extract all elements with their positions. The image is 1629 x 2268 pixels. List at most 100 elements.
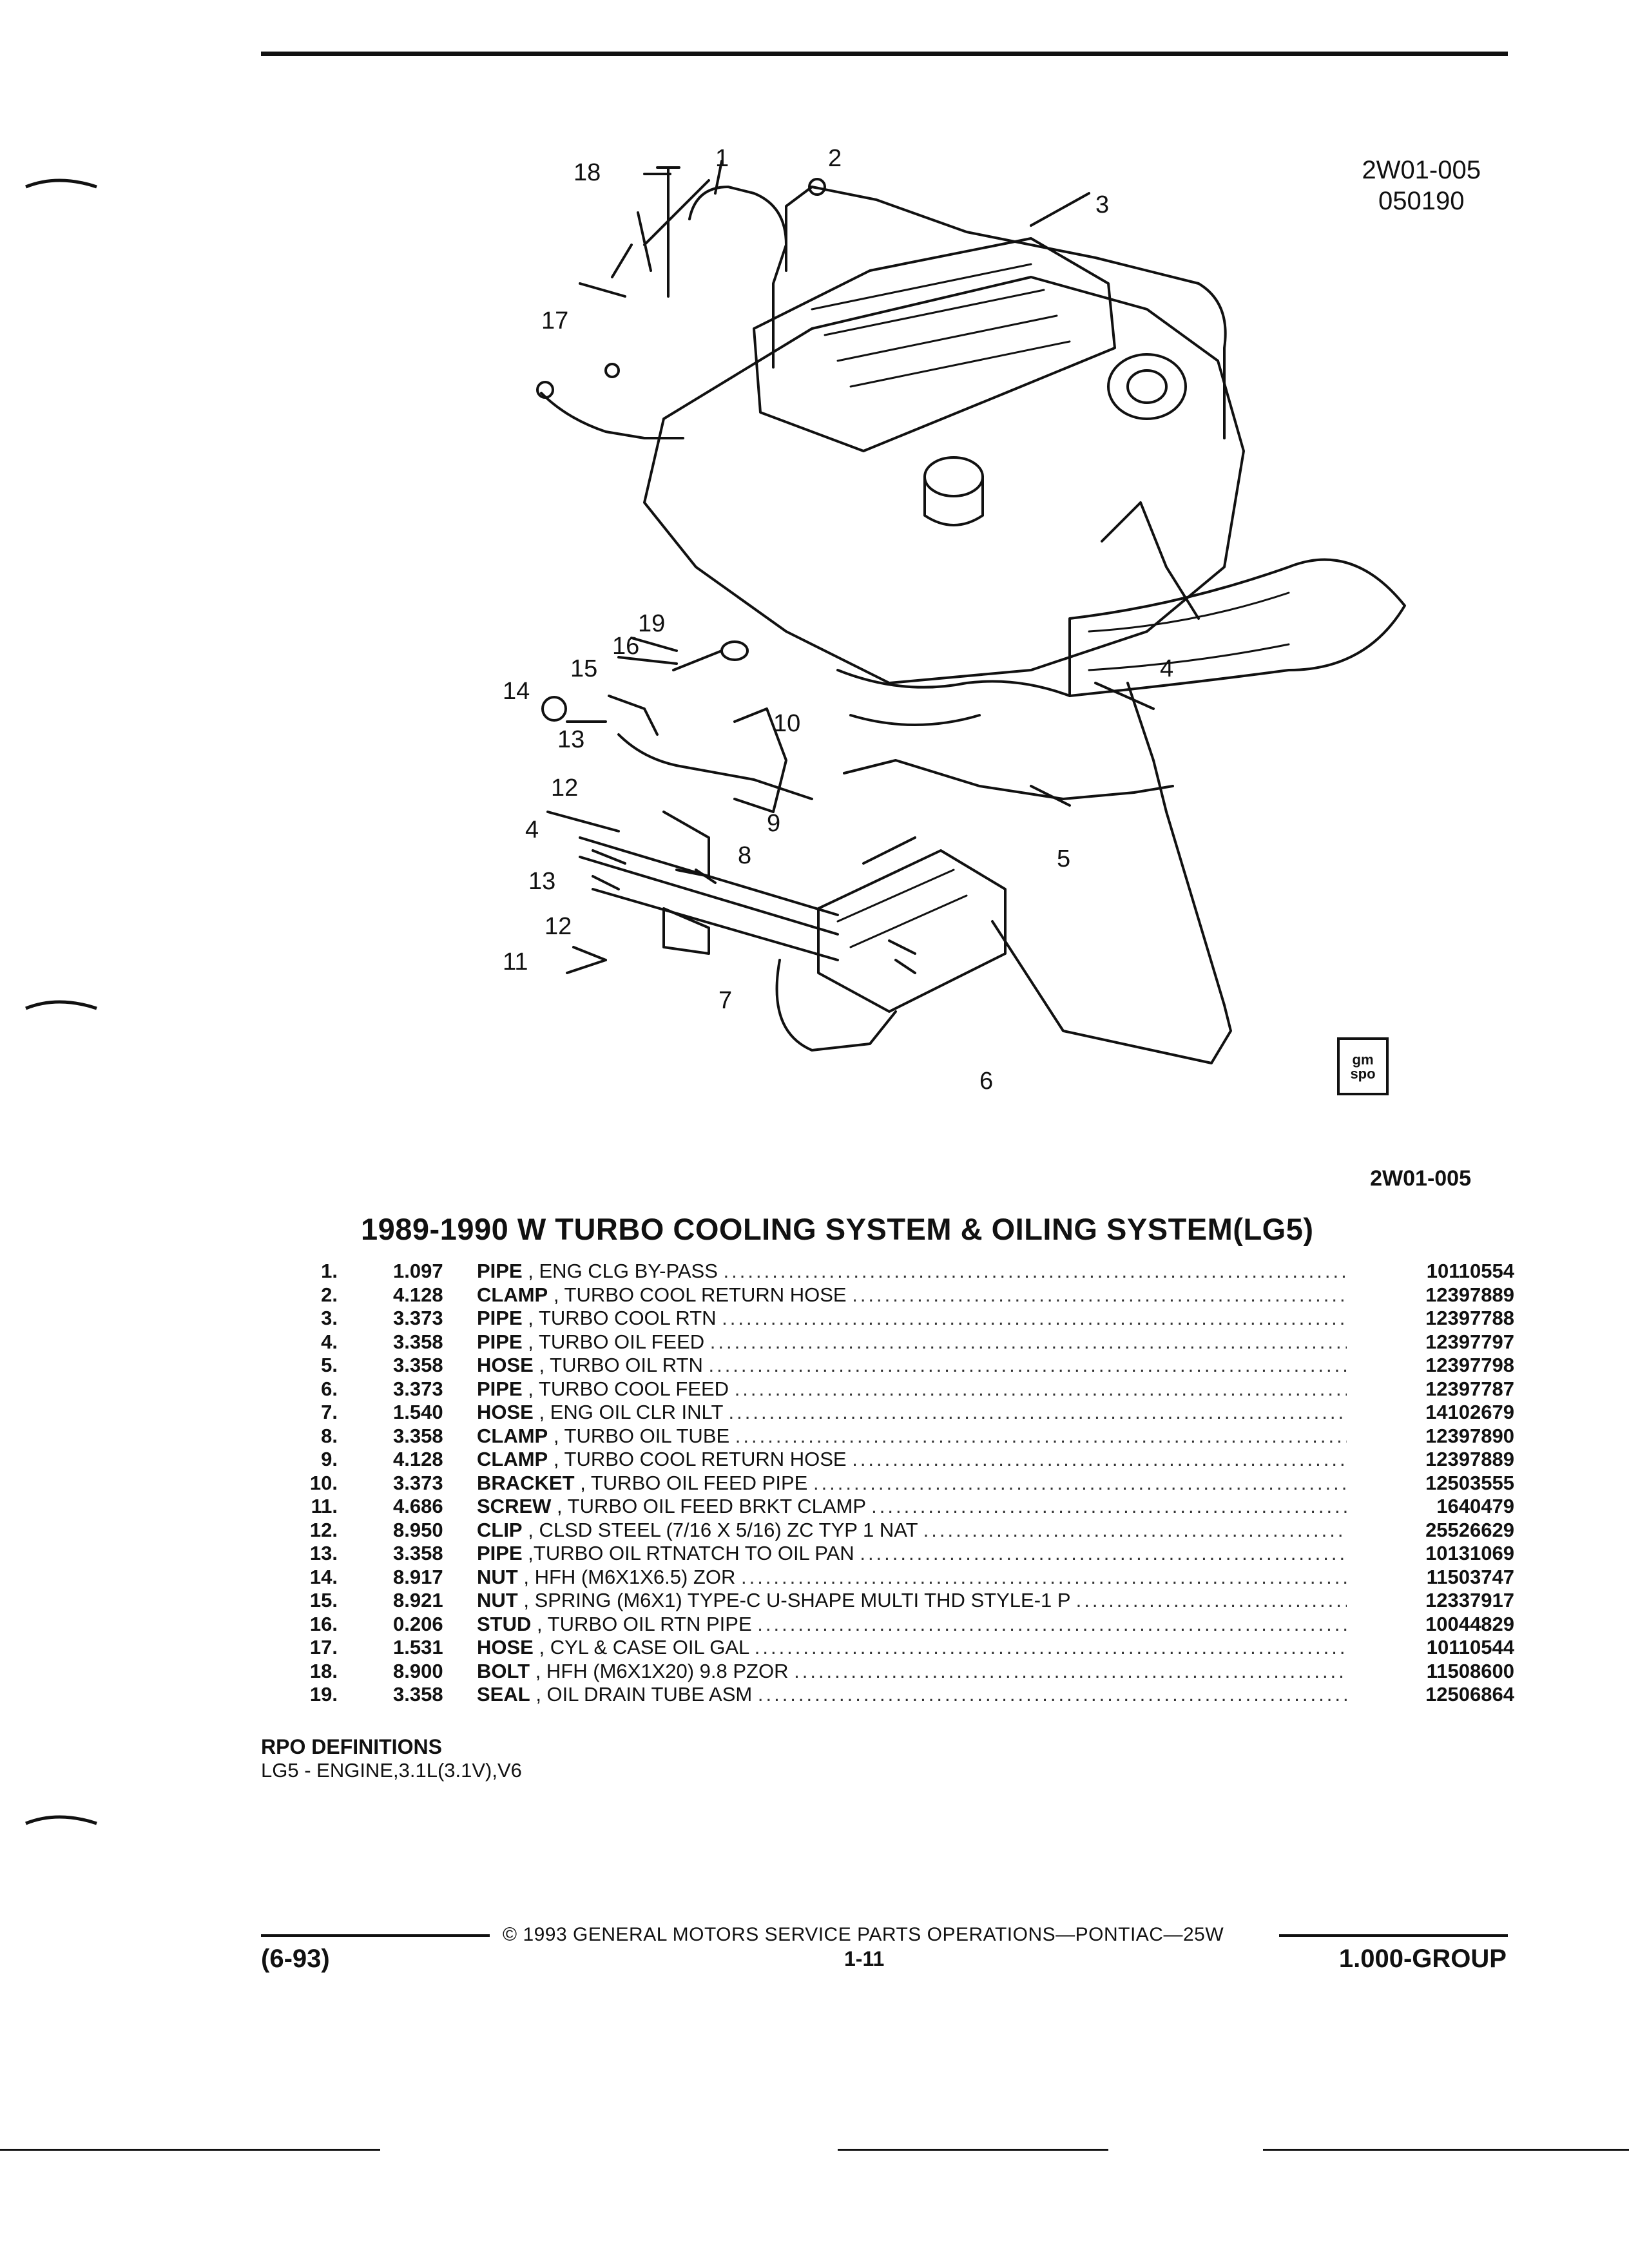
gm-part-number: 12397787 [1425,1377,1514,1400]
exploded-parts-diagram: 18 1 2 3 17 4 19 16 15 14 10 13 12 9 5 4… [503,145,1406,1095]
callout-7: 7 [718,987,732,1014]
gm-part-number: 12397797 [1425,1330,1514,1353]
part-code: 4.686 [393,1495,443,1517]
diagram-code: 2W01-005 [1362,156,1481,184]
callout-18: 18 [574,159,601,186]
gm-part-number: 12397889 [1425,1283,1514,1306]
leader-dots: ........................................… [723,1260,1347,1282]
part-description: PIPE , TURBO OIL FEED ..................… [477,1331,1347,1354]
callout-6: 6 [979,1068,993,1095]
part-number: 13. [309,1542,338,1564]
part-number: 5. [321,1354,338,1376]
part-description: CLAMP , TURBO OIL TUBE .................… [477,1425,1347,1448]
part-description: STUD , TURBO OIL RTN PIPE ..............… [477,1613,1347,1636]
gm-part-number: 12503555 [1425,1471,1514,1494]
gm-part-number: 12397798 [1425,1354,1514,1376]
gm-part-number: 25526629 [1425,1518,1514,1541]
part-detail: , TURBO COOL RTN [528,1307,717,1329]
pipe-4 [1101,501,1200,620]
date-code: 050190 [1378,187,1465,215]
bracket-10 [733,707,787,813]
callout-4b: 4 [525,816,539,843]
hose-17 [540,392,684,439]
part-name: HOSE [477,1354,534,1376]
pipe-3 [811,186,1227,439]
callout-10: 10 [773,710,800,737]
part-detail: , TURBO OIL FEED PIPE [580,1471,808,1494]
section-title: 1989-1990 W TURBO COOLING SYSTEM & OILIN… [361,1212,1314,1246]
part-code: 3.358 [393,1683,443,1706]
callout-12: 12 [551,774,578,802]
margin-marks [25,178,97,1825]
revision-date: (6-93) [261,1945,330,1973]
callout-13: 13 [557,726,584,753]
part-name: PIPE [477,1377,523,1400]
part-description: PIPE , TURBO COOL FEED .................… [477,1378,1347,1401]
diagram-caption-code: 2W01-005 [1370,1166,1471,1191]
part-number: 4. [321,1330,338,1353]
part-number: 19. [309,1683,338,1706]
gm-part-number: 12337917 [1425,1589,1514,1611]
leader-dots: ........................................… [722,1307,1347,1329]
part-number: 7. [321,1401,338,1423]
callout-4: 4 [1160,655,1173,682]
part-name: HOSE [477,1401,534,1423]
part-number: 18. [309,1659,338,1682]
leader-dots: ........................................… [923,1518,1347,1541]
part-name: CLAMP [477,1283,548,1306]
part-code: 3.373 [393,1377,443,1400]
part-code: 3.358 [393,1330,443,1353]
part-detail: , TURBO COOL RETURN HOSE [553,1283,847,1306]
gm-part-number: 10110554 [1426,1260,1514,1282]
part-code: 3.373 [393,1471,443,1494]
part-detail: , OIL DRAIN TUBE ASM [535,1683,753,1706]
group-number: 1.000-GROUP [1338,1945,1507,1973]
gm-part-number: 1640479 [1436,1495,1514,1517]
leader-dots: ........................................… [871,1495,1347,1517]
leader-dots: ........................................… [757,1612,1347,1635]
part-code: 1.531 [393,1636,443,1658]
part-description: HOSE , ENG OIL CLR INLT ................… [477,1401,1347,1424]
page-number: 1-11 [844,1947,885,1970]
part-detail: , ENG CLG BY-PASS [528,1260,718,1282]
callout-8: 8 [738,842,751,869]
gm-part-number: 12506864 [1425,1683,1514,1706]
part-number: 9. [321,1448,338,1470]
part-description: CLAMP , TURBO COOL RETURN HOSE .........… [477,1448,1347,1471]
part-name: BRACKET [477,1471,575,1494]
part-description: PIPE , ENG CLG BY-PASS .................… [477,1260,1347,1283]
part-detail: , TURBO OIL FEED [528,1330,705,1353]
part-number: 11. [311,1495,338,1517]
callout-14: 14 [503,678,530,705]
callout-17: 17 [541,307,568,334]
leader-dots: ........................................… [709,1330,1347,1353]
part-code: 8.917 [393,1565,443,1588]
part-detail: , TURBO COOL RETURN HOSE [553,1448,847,1470]
part-code: 1.097 [393,1260,443,1282]
part-code: 4.128 [393,1283,443,1306]
part-detail: , CLSD STEEL (7/16 X 5/16) ZC TYP 1 NAT [528,1518,918,1541]
part-detail: , HFH (M6X1X6.5) ZOR [523,1565,736,1588]
gm-part-number: 11503747 [1426,1565,1514,1588]
part-detail: , TURBO COOL FEED [528,1377,729,1400]
part-description: SEAL , OIL DRAIN TUBE ASM ..............… [477,1683,1347,1706]
leader-dots: ........................................… [852,1283,1347,1306]
top-rule [261,52,1508,56]
diagram-code-header: 2W01-005 050190 [1362,155,1481,216]
callout-16: 16 [612,633,639,660]
pipe-6 [991,920,1232,1064]
footer-rule-left [261,1934,490,1937]
part-detail: , SPRING (M6X1) TYPE-C U-SHAPE MULTI THD… [523,1589,1070,1611]
callout-5: 5 [1057,845,1070,872]
part-number: 15. [309,1589,338,1611]
